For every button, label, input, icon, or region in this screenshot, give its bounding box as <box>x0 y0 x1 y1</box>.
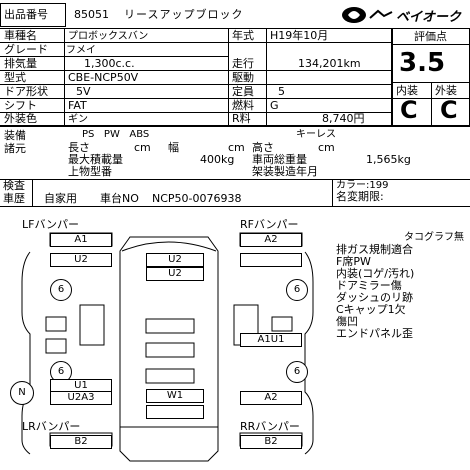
doors-value: 5V <box>76 85 91 98</box>
type-label: 型式 <box>4 71 26 84</box>
shift-label: シフト <box>4 99 37 112</box>
chassis-label: 車台NO <box>100 192 139 205</box>
interior-label: 内装 <box>396 84 418 97</box>
rating-score: 3.5 <box>399 48 446 78</box>
rating-title: 評価点 <box>414 30 447 43</box>
model-value: プロボックスバン <box>68 31 149 42</box>
mark-n[interactable]: N <box>10 381 34 405</box>
max-load-label: 最大積載量 <box>68 153 123 166</box>
company-logo: ベイオーク <box>340 4 465 26</box>
rf-bumper-label: RFバンパー <box>240 218 299 231</box>
drive-label: 駆動 <box>232 71 254 84</box>
year-value: H19年10月 <box>270 29 329 42</box>
mark-r-door[interactable]: A1U1 <box>240 333 302 347</box>
lot-label-box <box>0 3 66 27</box>
mark-r-front-tire[interactable]: 6 <box>286 279 308 301</box>
r-value: 8,740円 <box>322 112 365 125</box>
color-code: カラー:199 <box>336 180 389 191</box>
fuel-value: G <box>270 99 279 112</box>
exterior-label: 外装 <box>435 84 457 97</box>
note-item: ドアミラー傷 <box>336 279 402 292</box>
mark-rf-bumper[interactable]: A2 <box>240 233 302 247</box>
fuel-label: 燃料 <box>232 99 254 112</box>
note-item: 排ガス規制適合 <box>336 243 413 256</box>
height-unit: cm <box>318 141 335 154</box>
mark-l-rear-u2a3[interactable]: U2A3 <box>50 391 112 405</box>
name-change: 名変期限: <box>336 190 384 203</box>
gross-weight-value: 1,565kg <box>366 153 411 166</box>
mark-l-front-fender[interactable]: U2 <box>50 253 112 267</box>
mileage-label: 走行 <box>232 57 254 70</box>
notes-panel: タコグラフ無 排ガス規制適合 F席PW 内装(コゲ/汚れ) ドアミラー傷 ダッシ… <box>336 232 468 340</box>
length-label: 長さ <box>68 141 90 154</box>
height-label: 高さ <box>252 141 274 154</box>
lf-bumper-label: LFバンパー <box>22 218 80 231</box>
car-diagram: LFバンパー RFバンパー A1 A2 U2 U2 U2 6 6 A1U1 6 … <box>0 207 335 470</box>
mark-lf-bumper[interactable]: A1 <box>50 233 112 247</box>
history-value: 自家用 <box>44 192 77 205</box>
capacity-value: 5 <box>278 85 285 98</box>
doors-label: ドア形状 <box>4 85 48 98</box>
note-item: Cキャップ1欠 <box>336 303 406 316</box>
note-item: 内装(コゲ/汚れ) <box>336 267 415 280</box>
spec-label: 諸元 <box>4 142 26 155</box>
color-value: ギン <box>68 114 88 125</box>
note-item: タコグラフ無 <box>404 232 464 243</box>
note-item: 傷凹 <box>336 315 358 328</box>
lot-label: 出品番号 <box>4 8 48 21</box>
lease-text: リースアップブロック <box>124 8 244 21</box>
lot-number: 85051 <box>74 8 109 21</box>
grade-value: フメイ <box>66 45 96 56</box>
mark-r-rear[interactable]: A2 <box>240 391 302 405</box>
mark-l-front-tire[interactable]: 6 <box>50 279 72 301</box>
chassis-value: NCP50-0076938 <box>152 192 242 205</box>
shift-value: FAT <box>68 99 87 112</box>
note-item: ダッシュのリ跡 <box>336 291 413 304</box>
mark-lr-bumper[interactable]: B2 <box>50 435 112 449</box>
grade-label: グレード <box>4 43 48 56</box>
rr-bumper-label: RRバンパー <box>240 420 300 433</box>
body-maker-label: 架装製造年月 <box>252 165 318 178</box>
length-unit: cm <box>134 141 151 154</box>
displacement-label: 排気量 <box>4 57 37 70</box>
shaken-label: 車歴 <box>3 192 25 205</box>
exterior-grade: C <box>440 96 458 124</box>
model-label: 車種名 <box>4 29 37 42</box>
type-value: CBE-NCP50V <box>68 71 139 84</box>
width-label: 幅 <box>168 141 179 154</box>
capacity-label: 定員 <box>232 85 254 98</box>
keyless: キーレス <box>296 129 336 140</box>
mileage-value: 134,201km <box>298 57 361 70</box>
kensa-label: 検査 <box>3 179 25 192</box>
cargo-label: 上物型番 <box>68 165 112 178</box>
mark-r-rear-tire[interactable]: 6 <box>286 361 308 383</box>
displacement-value: 1,300c.c. <box>84 57 135 70</box>
lr-bumper-label: LRバンパー <box>22 420 81 433</box>
logo-icon <box>342 7 393 23</box>
interior-grade: C <box>400 96 418 124</box>
mark-r-front-fender[interactable] <box>240 253 302 267</box>
equip-items: PS PW ABS <box>82 129 150 140</box>
year-label: 年式 <box>232 29 254 42</box>
max-load-value: 400kg <box>200 153 235 166</box>
mark-rear-center[interactable] <box>146 405 204 419</box>
mark-hood[interactable]: U2 <box>146 253 204 267</box>
width-unit: cm <box>228 141 245 154</box>
r-label: R料 <box>232 112 251 125</box>
logo-text: ベイオーク <box>396 10 462 25</box>
mark-roof[interactable]: W1 <box>146 389 204 403</box>
gross-weight-label: 車両総重量 <box>252 153 307 166</box>
mark-hood2[interactable]: U2 <box>146 267 204 281</box>
note-item: エンドパネル歪 <box>336 327 413 340</box>
note-item: F席PW <box>336 255 371 268</box>
equip-label: 装備 <box>4 129 26 142</box>
mark-rr-bumper[interactable]: B2 <box>240 435 302 449</box>
color-label: 外装色 <box>4 112 37 125</box>
